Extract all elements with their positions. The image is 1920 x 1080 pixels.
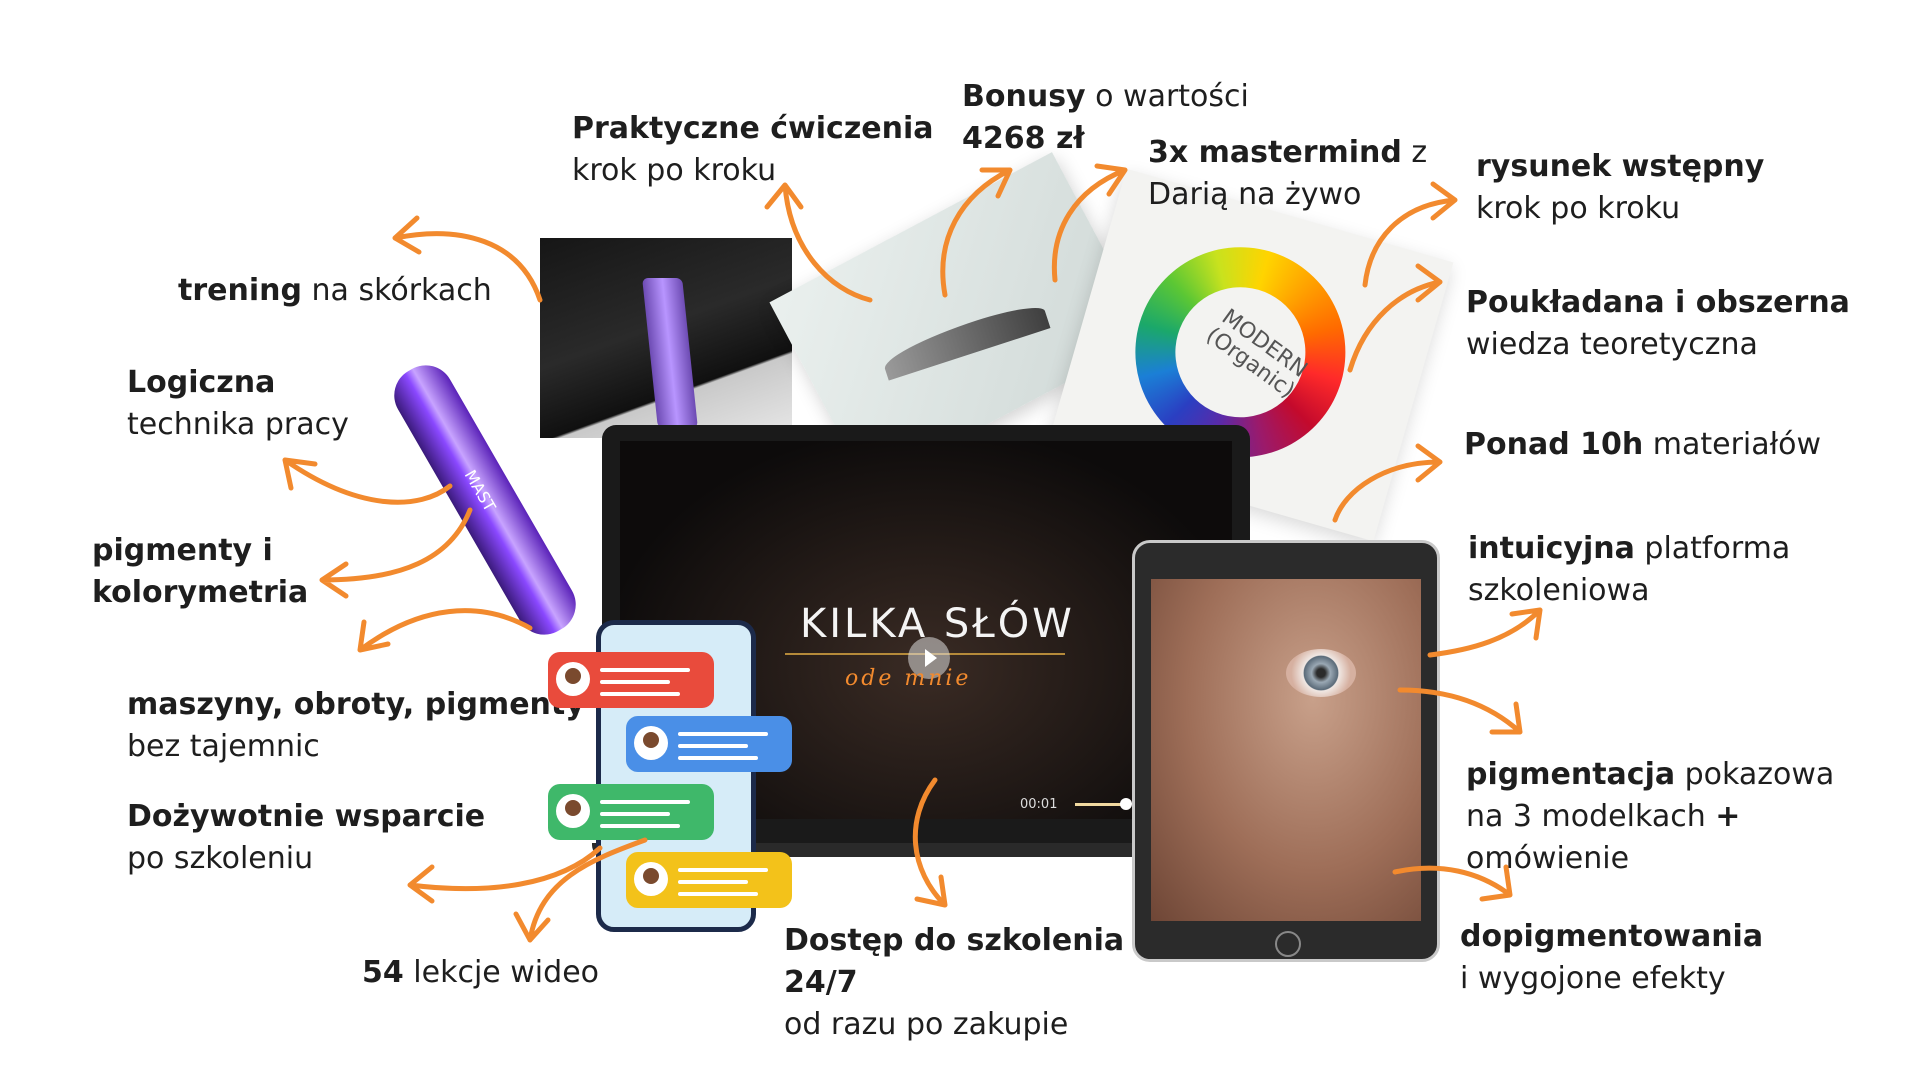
needle-cartridge xyxy=(642,278,698,428)
label-bold: Ponad 10h xyxy=(1464,427,1644,462)
label-text: szkoleniowa xyxy=(1468,573,1650,608)
label-bold: 54 xyxy=(362,955,404,990)
label-text: pokazowa xyxy=(1675,757,1835,792)
label-text: technika pracy xyxy=(127,407,349,442)
chat-bubble xyxy=(626,852,792,908)
pen-brand-text: MAST xyxy=(460,466,500,515)
label-bold: intuicyjna xyxy=(1468,531,1635,566)
chat-line xyxy=(600,800,690,804)
label-maszyny: maszyny, obroty, pigmenty bez tajemnic xyxy=(127,684,585,768)
chat-line xyxy=(600,812,670,816)
label-pigmentacja: pigmentacja pokazowa na 3 modelkach + omów… xyxy=(1466,754,1834,880)
label-bold: rysunek wstępny xyxy=(1476,149,1765,184)
label-bold: Dostęp do szkolenia xyxy=(784,923,1125,958)
chat-line xyxy=(678,868,768,872)
label-trening: trening na skórkach xyxy=(178,270,492,312)
chat-bubble xyxy=(548,784,714,840)
chat-bubble xyxy=(626,716,792,772)
label-poukladana: Poukładana i obszerna wiedza teoretyczna xyxy=(1466,282,1850,366)
label-bold: Bonusy xyxy=(962,79,1086,114)
label-lekcje: 54 lekcje wideo xyxy=(362,952,599,994)
label-dostep: Dostęp do szkolenia 24/7 od razu po zakupi… xyxy=(784,920,1124,1046)
avatar xyxy=(556,662,590,696)
label-text: krok po kroku xyxy=(1476,191,1681,226)
chat-line xyxy=(678,732,768,736)
label-bold: dopigmentowania xyxy=(1460,919,1764,954)
label-text: na skórkach xyxy=(301,273,492,308)
label-text: od razu po zakupie xyxy=(784,1007,1069,1042)
label-text: omówienie xyxy=(1466,841,1630,876)
arrow xyxy=(1427,607,1543,658)
video-time: 00:01 xyxy=(1020,797,1058,812)
label-rysunek: rysunek wstępny krok po kroku xyxy=(1476,146,1764,230)
label-text: i wygojone efekty xyxy=(1460,961,1726,996)
video-seek-bar[interactable] xyxy=(1075,803,1125,806)
label-bold: Dożywotnie wsparcie xyxy=(127,799,486,834)
arrow xyxy=(319,507,473,599)
label-text: o wartości xyxy=(1085,79,1249,114)
label-dozywotnie: Dożywotnie wsparcie po szkoleniu xyxy=(127,796,485,880)
chat-line xyxy=(600,824,680,828)
label-bold: Logiczna xyxy=(127,365,276,400)
arrow xyxy=(282,457,453,505)
label-bold: Poukładana i obszerna xyxy=(1466,285,1850,320)
arrow xyxy=(357,608,533,653)
label-bold: Praktyczne ćwiczenia xyxy=(572,111,934,146)
tablet-screen-eye-photo xyxy=(1151,579,1421,921)
eye xyxy=(1286,649,1356,697)
tablet xyxy=(1132,540,1440,962)
chat-line xyxy=(678,892,758,896)
label-pigmenty: pigmenty i kolorymetria xyxy=(92,530,308,614)
video-seek-knob[interactable] xyxy=(1120,798,1132,810)
label-text: wiedza teoretyczna xyxy=(1466,327,1758,362)
label-bold: 24/7 xyxy=(784,965,858,1000)
label-bold: maszyny, obroty, pigmenty xyxy=(127,687,585,722)
label-bold: 4268 zł xyxy=(962,121,1085,156)
chat-line xyxy=(600,680,670,684)
brow-drawing xyxy=(879,299,1051,381)
label-text: na 3 modelkach xyxy=(1466,799,1716,834)
label-ponad: Ponad 10h materiałów xyxy=(1464,424,1821,466)
avatar xyxy=(634,862,668,896)
chat-line xyxy=(678,756,758,760)
video-subtitle: ode mnie xyxy=(845,666,972,691)
avatar xyxy=(556,794,590,828)
label-text: lekcje wideo xyxy=(403,955,599,990)
label-bold: pigmenty i xyxy=(92,533,273,568)
label-intuicyjna: intuicyjna platforma szkoleniowa xyxy=(1468,528,1790,612)
label-bold: trening xyxy=(178,273,302,308)
label-text: bez tajemnic xyxy=(127,729,320,764)
label-dopigmentowania: dopigmentowania i wygojone efekty xyxy=(1460,916,1763,1000)
avatar xyxy=(634,726,668,760)
label-bold: pigmentacja xyxy=(1466,757,1676,792)
label-text: z xyxy=(1401,135,1428,170)
tablet-home-button xyxy=(1275,931,1301,957)
chat-line xyxy=(600,668,690,672)
label-praktyczne: Praktyczne ćwiczenia krok po kroku xyxy=(572,108,934,192)
chat-line xyxy=(600,692,680,696)
label-text: Darią na żywo xyxy=(1148,177,1362,212)
chat-bubble xyxy=(548,652,714,708)
label-text: krok po kroku xyxy=(572,153,777,188)
play-button[interactable] xyxy=(908,637,950,679)
label-bold: 3x mastermind xyxy=(1148,135,1402,170)
label-text: platforma xyxy=(1634,531,1791,566)
label-text: materiałów xyxy=(1643,427,1822,462)
needle-photo xyxy=(540,238,792,438)
label-text: po szkoleniu xyxy=(127,841,314,876)
label-bold: kolorymetria xyxy=(92,575,309,610)
label-bold: + xyxy=(1715,799,1741,834)
label-logiczna: Logiczna technika pracy xyxy=(127,362,349,446)
chat-line xyxy=(678,744,748,748)
chat-line xyxy=(678,880,748,884)
